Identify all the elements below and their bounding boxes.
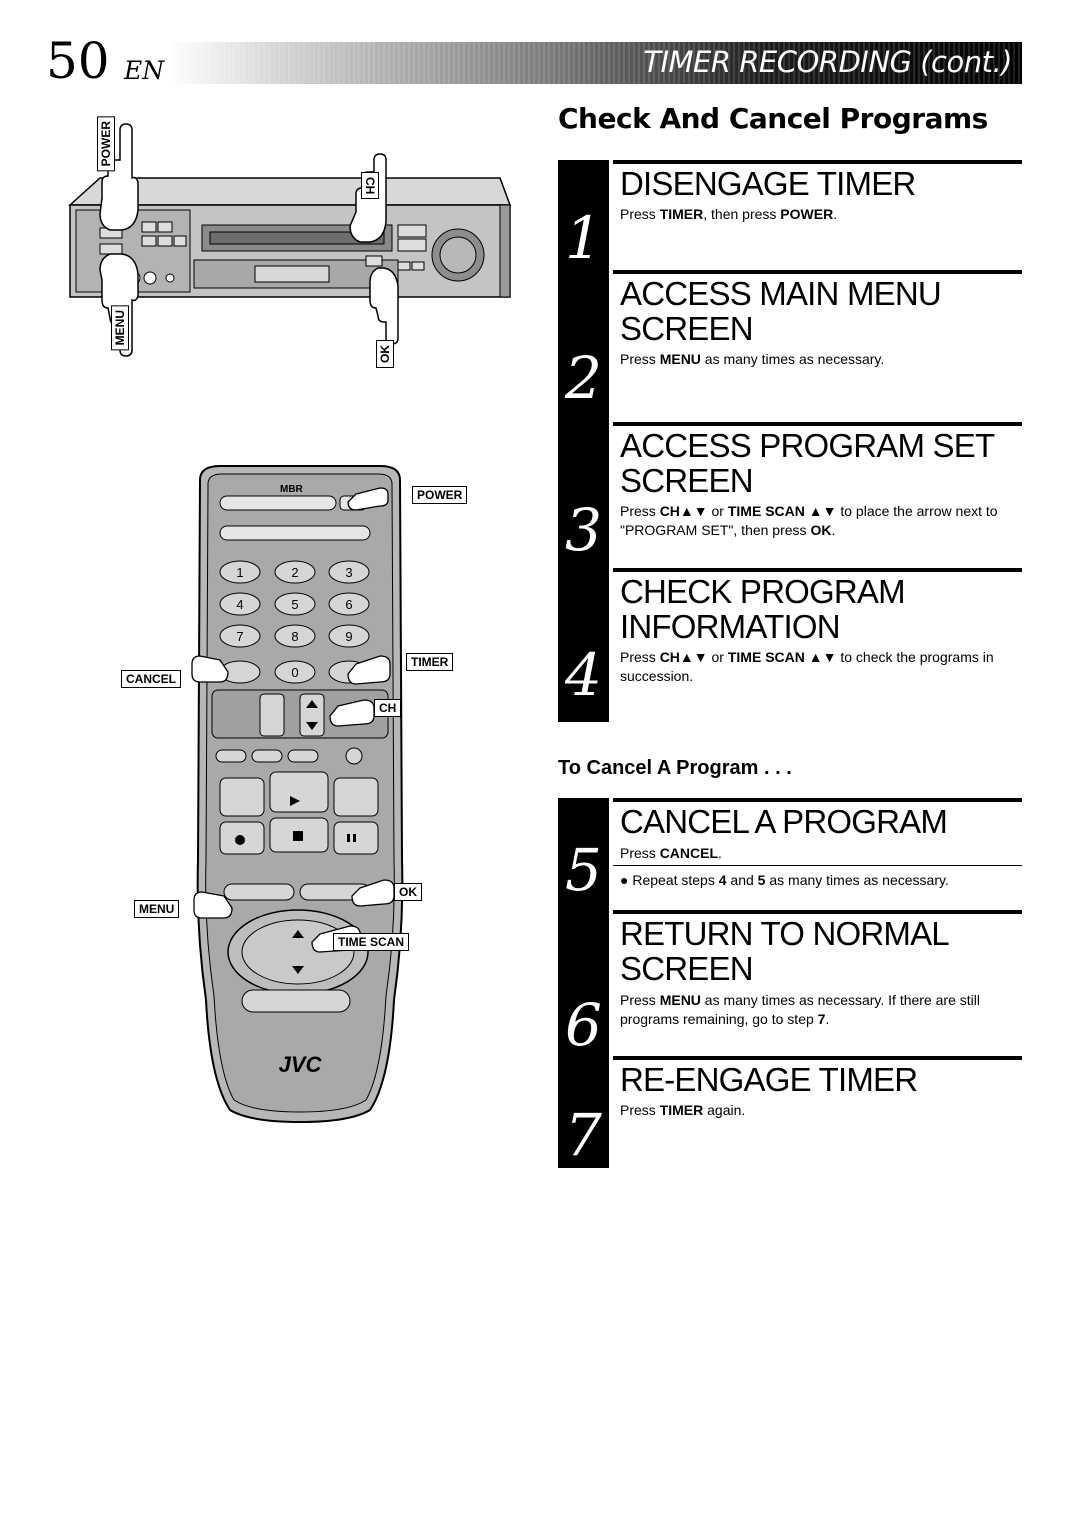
vcr-power-label: POWER <box>97 116 115 172</box>
remote-key-2: 2 <box>291 565 298 580</box>
vcr-menu-label: MENU <box>111 305 129 351</box>
step-2-heading-line1: ACCESS MAIN MENU <box>620 275 942 312</box>
step-number-column-lower <box>558 798 609 1168</box>
remote-illustration: MBR 1 2 3 4 5 6 7 8 9 0 <box>191 465 404 1124</box>
vcr-illustration <box>68 123 512 357</box>
step-number-column-upper <box>558 160 609 722</box>
to-cancel-heading: To Cancel A Program . . . <box>558 757 792 779</box>
step-4-rule <box>613 568 1022 572</box>
step-5-text: Press CANCEL. <box>620 845 722 861</box>
step-number-7: 7 <box>565 1101 602 1169</box>
step-6-rule <box>613 910 1022 914</box>
remote-key-1: 1 <box>236 565 243 580</box>
step-number-2: 2 <box>565 344 602 412</box>
step-4-text: Press CH▲▼ or TIME SCAN ▲▼ to check the … <box>620 649 994 684</box>
vcr-ch-label: CH <box>361 172 379 200</box>
remote-cancel-label: CANCEL <box>121 670 181 688</box>
step-5-rule <box>613 798 1022 802</box>
step-6-heading-line1: RETURN TO NORMAL <box>620 915 950 952</box>
step-number-3: 3 <box>565 496 602 564</box>
page-number: 50 <box>46 32 110 90</box>
step-2-rule <box>613 270 1022 274</box>
step-4-heading-line1: CHECK PROGRAM <box>620 573 906 610</box>
step-4-heading-line2: INFORMATION <box>620 608 841 645</box>
remote-key-7: 7 <box>236 629 243 644</box>
step-number-1: 1 <box>565 204 602 272</box>
step-number-5: 5 <box>565 836 602 904</box>
step-7-rule <box>613 1056 1022 1060</box>
step-number-4: 4 <box>565 641 602 709</box>
remote-timer-label: TIMER <box>406 653 454 671</box>
vcr-ok-label: OK <box>376 340 394 368</box>
remote-logo-top: MBR <box>280 484 304 495</box>
header-bar: TIMER RECORDING (cont.) <box>168 42 1022 84</box>
step-5-bullet: ● Repeat steps 4 and 5 as many times as … <box>620 872 949 888</box>
page-language: EN <box>124 56 165 85</box>
remote-menu-label: MENU <box>134 900 180 918</box>
remote-key-6: 6 <box>345 597 352 612</box>
step-5-thin-rule <box>613 865 1022 866</box>
step-2-text: Press MENU as many times as necessary. <box>620 351 885 367</box>
step-2-heading-line2: SCREEN <box>620 310 754 347</box>
remote-key-5: 5 <box>291 597 298 612</box>
header-stripes <box>168 42 1022 84</box>
remote-key-0: 0 <box>291 665 298 680</box>
step-1-rule <box>613 160 1022 164</box>
step-3-heading-line2: SCREEN <box>620 462 754 499</box>
subsection-title: Check And Cancel Programs <box>558 102 988 135</box>
remote-key-9: 9 <box>345 629 352 644</box>
remote-ok-label: OK <box>394 883 422 901</box>
remote-key-3: 3 <box>345 565 352 580</box>
remote-power-label: POWER <box>412 486 468 504</box>
remote-ch-label: CH <box>374 699 402 717</box>
step-6-text: Press MENU as many times as necessary. I… <box>620 992 980 1027</box>
step-5-heading: CANCEL A PROGRAM <box>620 803 948 840</box>
remote-key-4: 4 <box>236 597 243 612</box>
remote-time-scan-label: TIME SCAN <box>333 933 409 951</box>
step-number-6: 6 <box>565 991 602 1059</box>
step-3-rule <box>613 422 1022 426</box>
step-1-text: Press TIMER, then press POWER. <box>620 206 838 222</box>
remote-brand: JVC <box>279 1052 323 1077</box>
section-title: TIMER RECORDING (cont.) <box>643 45 1012 79</box>
step-7-heading: RE-ENGAGE TIMER <box>620 1061 918 1098</box>
step-3-text: Press CH▲▼ or TIME SCAN ▲▼ to place the … <box>620 503 998 538</box>
step-3-heading-line1: ACCESS PROGRAM SET <box>620 427 995 464</box>
step-6-heading-line2: SCREEN <box>620 950 754 987</box>
step-7-text: Press TIMER again. <box>620 1102 746 1118</box>
remote-key-8: 8 <box>291 629 298 644</box>
step-1-heading: DISENGAGE TIMER <box>620 165 916 202</box>
